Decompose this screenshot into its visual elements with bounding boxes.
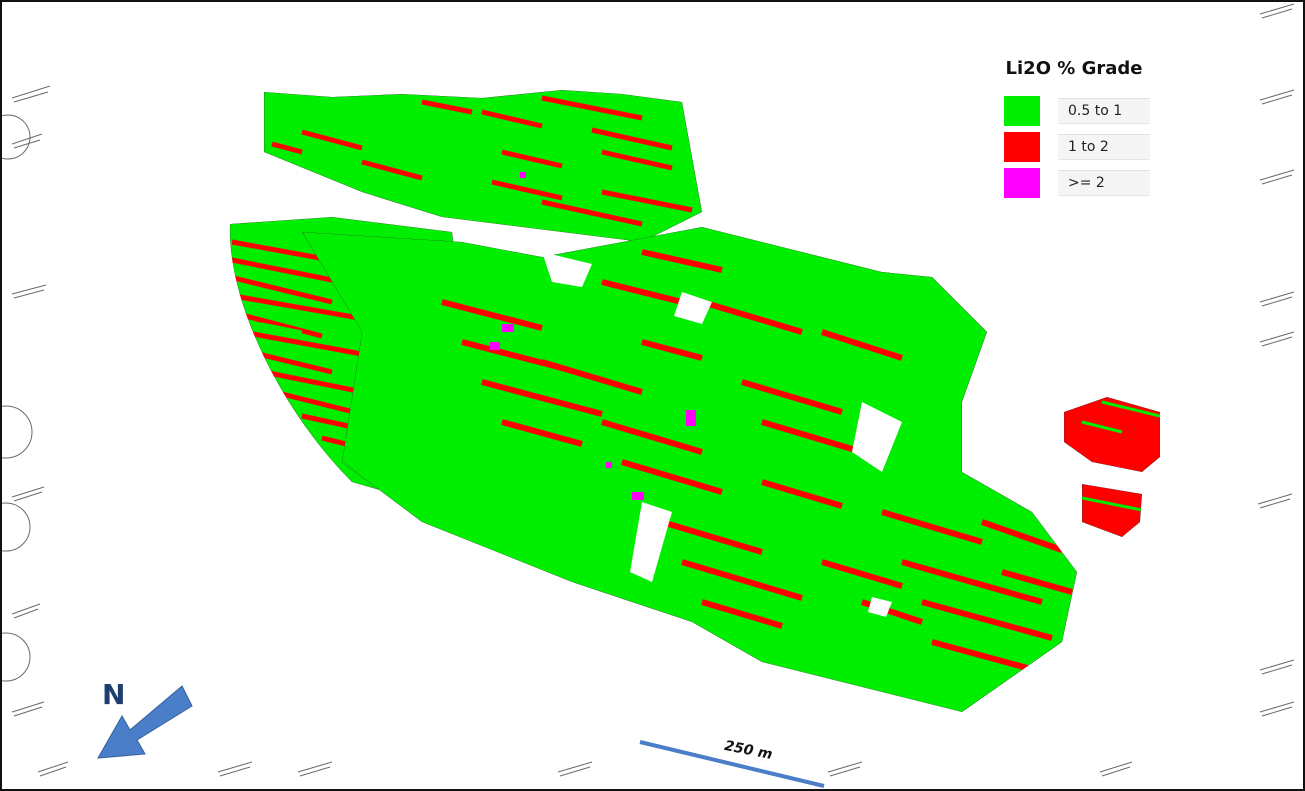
north-label: N	[102, 678, 126, 711]
north-arrow	[97, 685, 193, 759]
model-holes	[542, 252, 902, 617]
legend-swatch-medium	[1004, 132, 1040, 162]
block-cluster-east-small	[1082, 484, 1142, 537]
legend-swatch-high	[1004, 168, 1040, 198]
legend-label-medium: 1 to 2	[1058, 134, 1150, 160]
legend-item-high: >= 2	[1004, 168, 1150, 198]
block-model	[229, 90, 1160, 712]
grid-annotations	[2, 3, 1295, 777]
legend-swatch-low	[1004, 96, 1040, 126]
legend-label-low: 0.5 to 1	[1058, 98, 1150, 124]
north-arrow-icon	[97, 685, 193, 759]
scale-bar	[639, 740, 825, 788]
legend-title: Li2O % Grade	[1005, 58, 1143, 79]
legend: Li2O % Grade 0.5 to 1 1 to 2 >= 2	[998, 50, 1150, 200]
block-cluster-east	[1064, 397, 1160, 472]
block-cluster-north	[264, 90, 702, 242]
high-grade-blocks	[490, 172, 696, 500]
legend-label-high: >= 2	[1058, 170, 1150, 196]
scale-bar-line	[639, 740, 825, 788]
legend-item-low: 0.5 to 1	[1004, 96, 1150, 126]
legend-item-medium: 1 to 2	[1004, 132, 1150, 162]
